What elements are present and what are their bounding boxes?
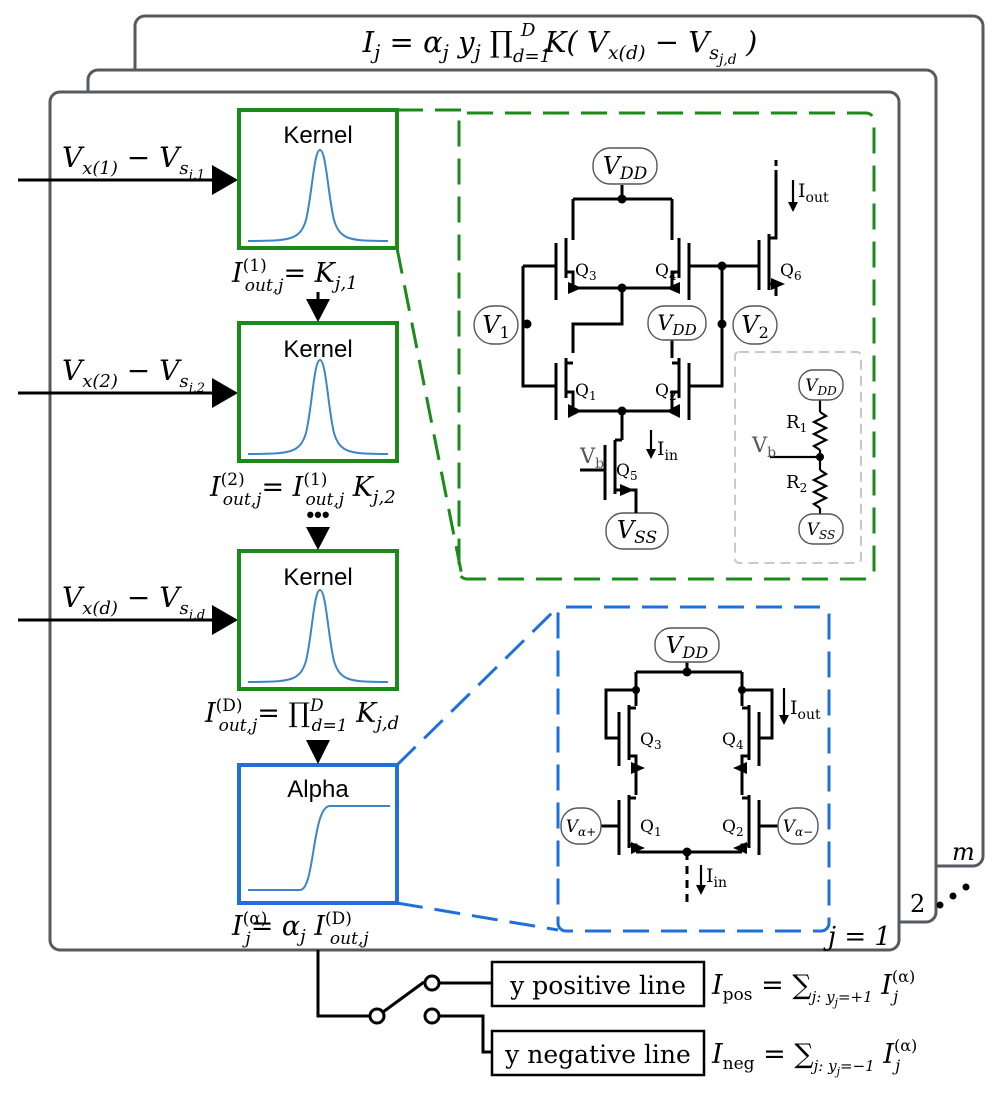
v1-label: V1 (473, 305, 519, 345)
vdd-top-label: VDD (592, 147, 658, 185)
v-alpha-plus-label: Vα+ (560, 807, 602, 845)
svg-text:VDD: VDD (657, 311, 696, 339)
output-eq-alpha: I(α)j= αj I(D)out,j (231, 909, 369, 949)
vss-label: VSS (605, 512, 669, 550)
svg-text:VDD: VDD (603, 152, 648, 184)
kernel-circuit-box (457, 111, 876, 581)
input-label-3: Vx(d) − Vsj,d (62, 581, 205, 623)
divider-vdd-label: VDD (798, 369, 844, 401)
zoom-line-alpha-bottom (396, 901, 559, 932)
negative-line-label: y negative line (504, 1040, 691, 1069)
frame-label-m: m (952, 838, 975, 866)
svg-text:V1: V1 (482, 311, 510, 342)
svg-text:Vα+: Vα+ (566, 817, 596, 839)
gaussian-curve (247, 358, 389, 455)
negative-sum-equation: Ineg = ∑j: yj=−1 I(α)j (711, 1036, 917, 1078)
alpha-circuit (600, 662, 789, 905)
svg-text:VDD: VDD (805, 376, 837, 398)
svg-text:VSS: VSS (807, 520, 836, 542)
input-label-1: Vx(1) − Vsj,1 (62, 141, 205, 183)
svg-text:VDD: VDD (666, 633, 708, 662)
kernel-block-title: Kernel (283, 336, 352, 363)
alpha-block: Alpha (237, 763, 399, 905)
vdd-mid-label: VDD (647, 305, 707, 341)
bias-divider-box (734, 351, 862, 564)
alpha-block-title: Alpha (287, 776, 349, 803)
frame-ellipsis-dots (936, 883, 970, 909)
frame-label-j1: j = 1 (823, 922, 891, 952)
negative-line-box: y negative line (490, 1029, 706, 1077)
output-eq-1: I(1)out,j= Kj,1 (231, 256, 358, 296)
down-arrow-3 (306, 740, 330, 764)
v2-label: V2 (732, 305, 778, 345)
frame-1 (48, 90, 901, 952)
input-label-2: Vx(2) − Vsj,2 (62, 354, 205, 396)
input-arrow-3 (18, 605, 238, 635)
input-arrow-1 (18, 165, 238, 195)
down-arrow-1 (306, 292, 330, 322)
frame-label-2: 2 (910, 890, 925, 918)
svg-text:VSS: VSS (617, 516, 657, 548)
positive-line-label: y positive line (509, 971, 686, 1000)
kernel-block-1: Kernel (237, 108, 399, 250)
kernel-block-2: Kernel (237, 321, 399, 463)
divider-vss-label: VSS (798, 513, 844, 545)
kernel-block-title: Kernel (283, 564, 352, 591)
v-alpha-minus-label: Vα− (777, 807, 819, 845)
positive-sum-equation: Ipos = ∑j: yj=+1 I(α)j (711, 967, 915, 1009)
kernel-block-title: Kernel (283, 122, 352, 149)
header-equation: Ij = αj yj ∏d=1D K( Vx(d) − Vsj,d ) (362, 20, 758, 68)
positive-line-box: y positive line (490, 960, 706, 1008)
gaussian-curve (247, 148, 389, 242)
gaussian-curve (247, 588, 389, 683)
input-arrow-2 (18, 378, 238, 408)
alpha-circuit-box (556, 605, 831, 933)
output-switch (316, 950, 492, 1054)
down-arrow-2 (306, 527, 330, 550)
zoom-line-kernel-bottom (395, 247, 464, 577)
bias-divider (770, 400, 829, 514)
svg-text:V2: V2 (741, 311, 769, 342)
sigmoid-curve (248, 805, 390, 891)
svg-text:Vα−: Vα− (783, 817, 813, 839)
alpha-vdd-label: VDD (654, 627, 720, 663)
stage-ellipsis: ••• (306, 502, 329, 527)
kernel-circuit (521, 160, 798, 512)
output-eq-2: I(2)out,j= I(1)out,j Kj,2 (209, 470, 396, 510)
kernel-block-3: Kernel (237, 549, 399, 691)
